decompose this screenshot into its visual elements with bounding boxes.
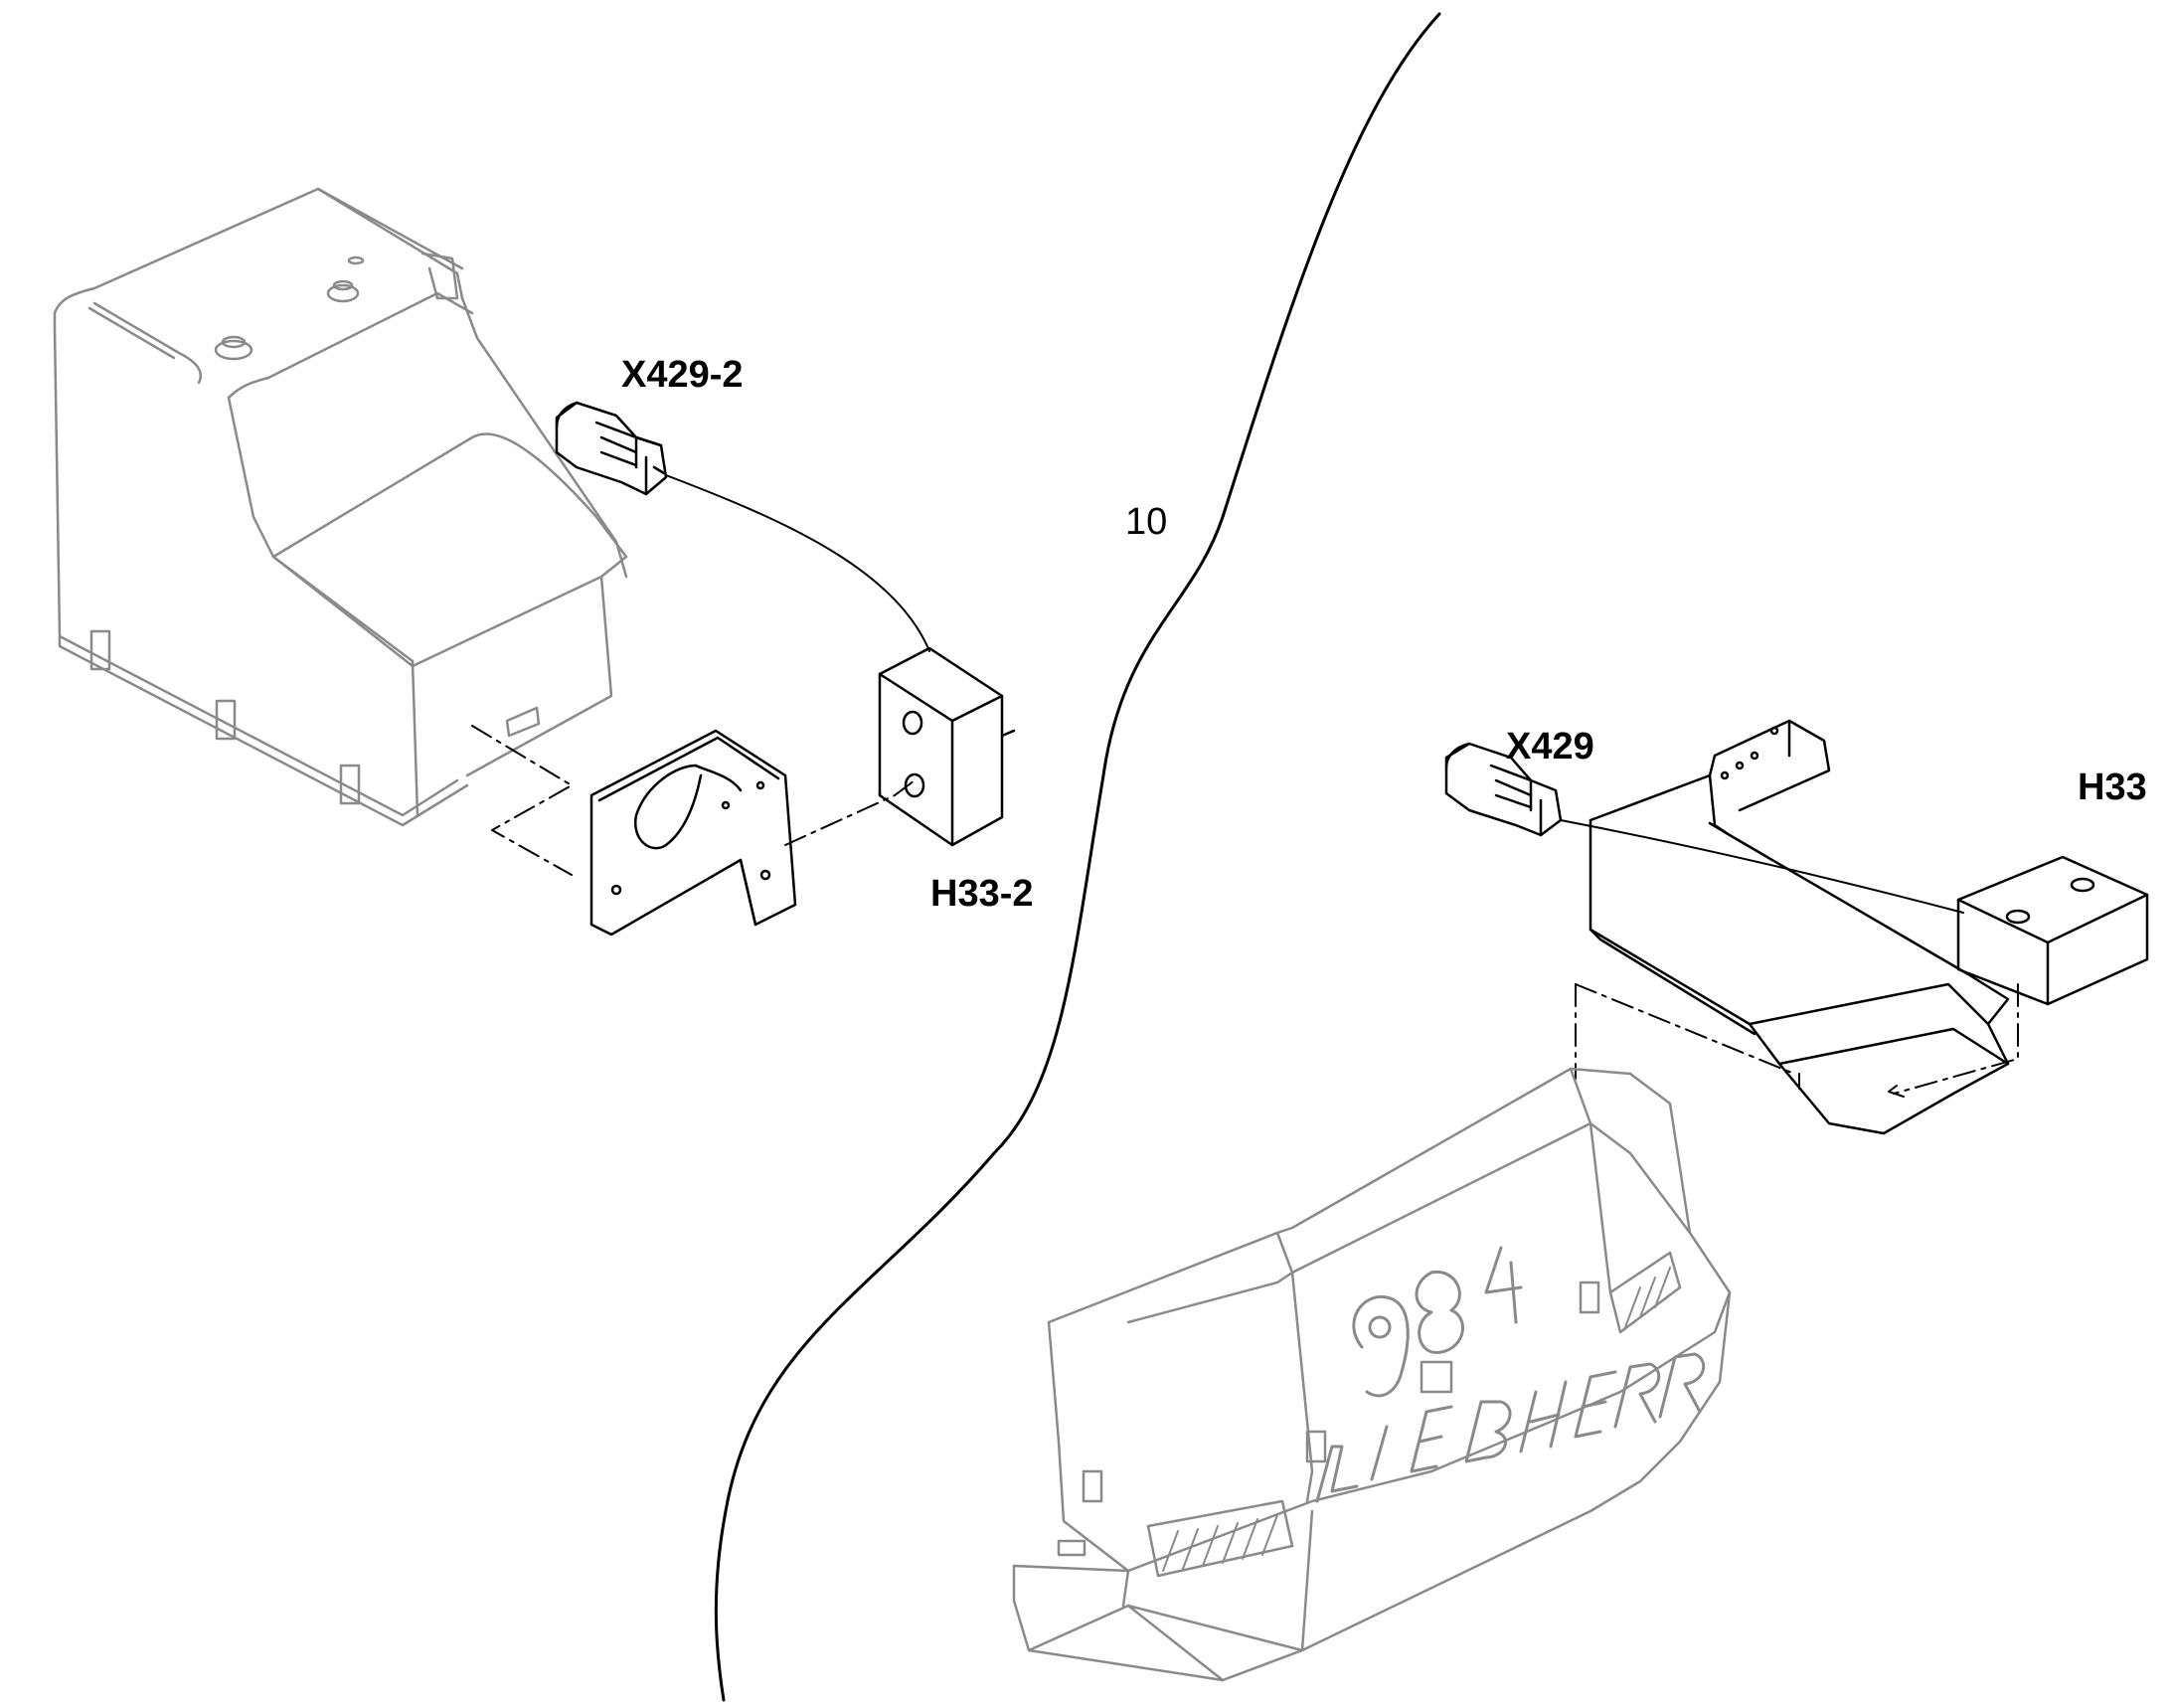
counterweight-body — [1012, 1067, 1732, 1682]
connector-label-x429-2: X429-2 — [621, 354, 744, 396]
lamp-block-h33 — [1956, 855, 2149, 1006]
cable-left — [665, 474, 930, 652]
lamp-block-h33-2 — [878, 646, 1016, 847]
mounting-bracket-left — [589, 729, 797, 937]
connector-x429-2 — [555, 401, 668, 496]
lamp-label-h33-2: H33-2 — [930, 873, 1034, 915]
section-divider-line — [714, 12, 1441, 1702]
cable-right — [1560, 819, 1964, 914]
lamp-label-h33: H33 — [2078, 767, 2147, 808]
leader-lines-right — [1575, 983, 2019, 1095]
connector-label-x429: X429 — [1506, 726, 1594, 768]
warning-stripes — [1162, 1267, 1671, 1572]
brand-lettering-liebherr — [1315, 1352, 1706, 1503]
mounting-plate-right — [1588, 719, 2010, 1135]
model-number-984 — [1352, 1246, 1523, 1398]
section-number-label: 10 — [1125, 501, 1168, 543]
tank-housing — [53, 187, 628, 827]
